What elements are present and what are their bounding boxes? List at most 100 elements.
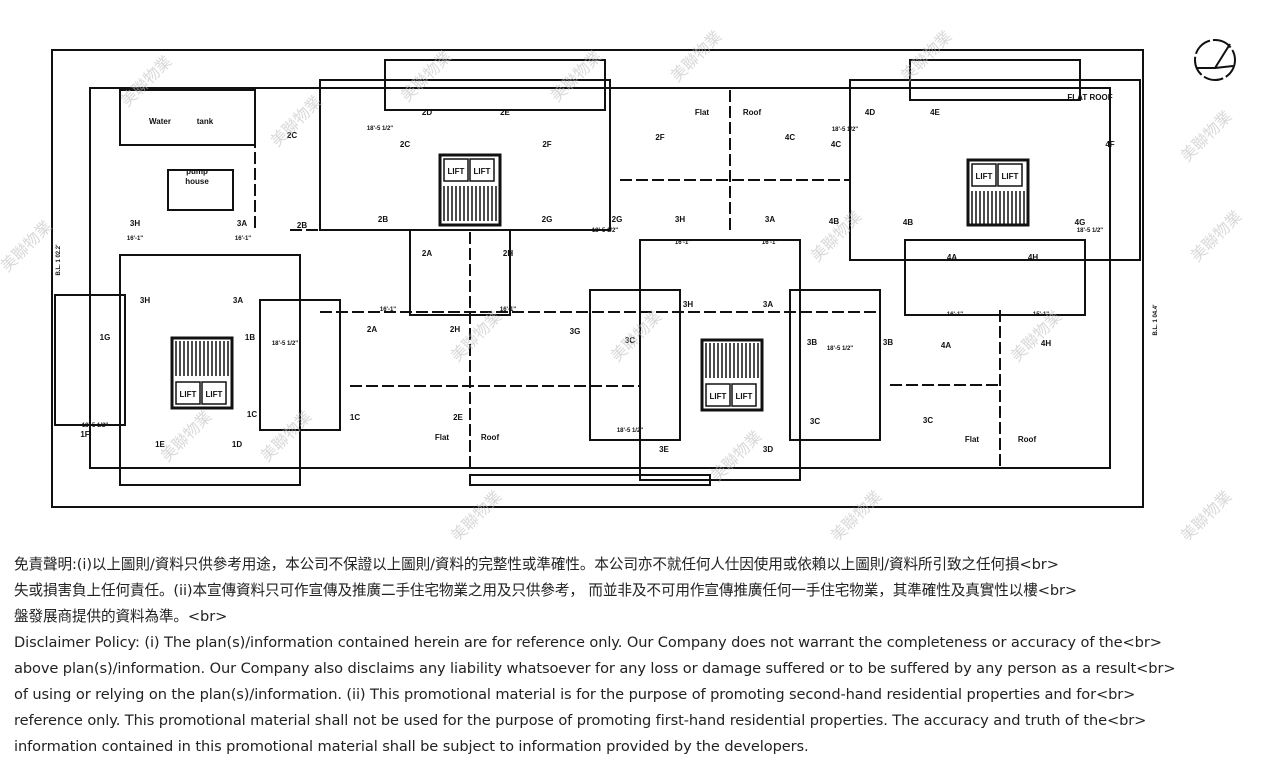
watermark: 美聯物業 xyxy=(897,27,955,85)
wall xyxy=(89,87,1111,469)
room-label: 4B xyxy=(903,218,913,227)
room-label: 3A xyxy=(765,215,775,224)
room-label: Flat xyxy=(965,435,980,444)
wall xyxy=(51,49,1144,508)
room-label: 1C xyxy=(247,410,257,419)
room-label: 2G xyxy=(612,215,623,224)
dimension-label: 18'-5 1/2" xyxy=(367,126,393,132)
wall xyxy=(259,299,341,431)
room-label: FLAT ROOF xyxy=(1067,93,1112,102)
watermark: 美聯物業 xyxy=(447,307,505,365)
room-label: 1C xyxy=(350,413,360,422)
room-label: 3C xyxy=(810,417,820,426)
room-label: 1E xyxy=(155,440,165,449)
room-label: 1B xyxy=(245,333,255,342)
room-label: 3A xyxy=(763,300,773,309)
lift-core: LIFT LIFT xyxy=(700,338,764,412)
room-label: pump xyxy=(186,167,208,176)
watermarks: 美聯物業美聯物業美聯物業美聯物業美聯物業美聯物業美聯物業美聯物業美聯物業美聯物業… xyxy=(0,27,1245,540)
room-label: 2B xyxy=(297,221,307,230)
lift-label: LIFT xyxy=(736,392,753,401)
room-label: 2F xyxy=(542,140,551,149)
dimension-label: 18'-5 1/2" xyxy=(832,127,858,133)
room-label: 2D xyxy=(422,108,432,117)
wall xyxy=(409,229,511,316)
lift-label: LIFT xyxy=(448,167,465,176)
wall xyxy=(167,169,234,211)
room-label: 2E xyxy=(500,108,510,117)
room-label: 3G xyxy=(570,327,581,336)
lift-label: LIFT xyxy=(1002,172,1019,181)
room-label: 2F xyxy=(655,133,664,142)
room-label: Water xyxy=(149,117,171,126)
disclaimer-line: Disclaimer Policy: (i) The plan(s)/infor… xyxy=(14,634,1162,651)
room-label: 3D xyxy=(763,445,773,454)
watermark: 美聯物業 xyxy=(667,27,725,85)
dimension-label: 16'-1" xyxy=(127,236,143,242)
watermark: 美聯物業 xyxy=(447,487,505,540)
room-label: 3C xyxy=(923,416,933,425)
room-label: 3A xyxy=(233,296,243,305)
room-label: 3H xyxy=(675,215,685,224)
room-label: 3H xyxy=(683,300,693,309)
lift-label: LIFT xyxy=(206,390,223,399)
disclaimer-line: 盤發展商提供的資料為準。<br> xyxy=(14,608,228,625)
dimension-label: 16'-1" xyxy=(235,236,251,242)
disclaimer-line: information contained in this promotiona… xyxy=(14,738,809,755)
watermark: 美聯物業 xyxy=(267,92,325,150)
room-label: 4H xyxy=(1028,253,1038,262)
dimension-label: 16'-1" xyxy=(500,307,516,313)
room-label: 4A xyxy=(941,341,951,350)
wall xyxy=(469,474,711,486)
room-label: 1G xyxy=(100,333,111,342)
room-label: 1D xyxy=(232,440,242,449)
wall xyxy=(119,89,256,146)
disclaimer-line: 免責聲明:(i)以上圖則/資料只供參考用途，本公司不保證以上圖則/資料的完整性或… xyxy=(14,556,1059,573)
room-label: 2E xyxy=(453,413,463,422)
room-label: 4H xyxy=(1041,339,1051,348)
room-label: 2C xyxy=(400,140,410,149)
boundary-label-left: B.L. 1 02.2' xyxy=(56,244,62,276)
room-label: tank xyxy=(197,117,214,126)
wall xyxy=(904,239,1086,316)
dimension-labels: 16'-1" 16'-1" 16'-1" 16'-1" 16'-1" 16'-1" 16'-… xyxy=(82,126,1103,434)
watermark: 美聯物業 xyxy=(1177,487,1235,540)
watermark: 美聯物業 xyxy=(827,487,885,540)
wall xyxy=(639,239,801,481)
room-label: 3C xyxy=(625,336,635,345)
wall xyxy=(384,59,606,111)
watermark: 美聯物業 xyxy=(257,407,315,465)
room-label: 3H xyxy=(140,296,150,305)
watermark: 美聯物業 xyxy=(117,52,175,110)
disclaimer: 免責聲明:(i)以上圖則/資料只供參考用途，本公司不保證以上圖則/資料的完整性或… xyxy=(14,552,1276,760)
room-label: 2A xyxy=(422,249,432,258)
boundary-label-right: B.L. 1 04.4' xyxy=(1153,304,1159,336)
room-label: 3A xyxy=(237,219,247,228)
lift-label: LIFT xyxy=(710,392,727,401)
dimension-label: 16'-1" xyxy=(762,240,778,246)
room-label: 3B xyxy=(883,338,893,347)
dimension-label: 16'-1" xyxy=(675,240,691,246)
dimension-label: 16'-1" xyxy=(380,307,396,313)
watermark: 美聯物業 xyxy=(157,407,215,465)
dimension-label: 16'-1" xyxy=(947,312,963,318)
dimension-label: 18'-5 1/2" xyxy=(272,341,298,347)
room-label: Flat xyxy=(435,433,450,442)
dimension-label: 18'-5 1/2" xyxy=(827,346,853,352)
north-arrow-icon xyxy=(1194,39,1236,81)
room-label: 2G xyxy=(542,215,553,224)
room-label: 4B xyxy=(829,217,839,226)
dimension-label: 18'-5 1/2" xyxy=(1077,228,1103,234)
room-label: 2A xyxy=(367,325,377,334)
room-label: 3H xyxy=(130,219,140,228)
room-label: 4D xyxy=(865,108,875,117)
dimension-label: 18'-5 1/2" xyxy=(617,428,643,434)
dimension-label: 18'-5 1/2" xyxy=(82,423,108,429)
room-label: Roof xyxy=(1018,435,1037,444)
room-label: 2H xyxy=(503,249,513,258)
